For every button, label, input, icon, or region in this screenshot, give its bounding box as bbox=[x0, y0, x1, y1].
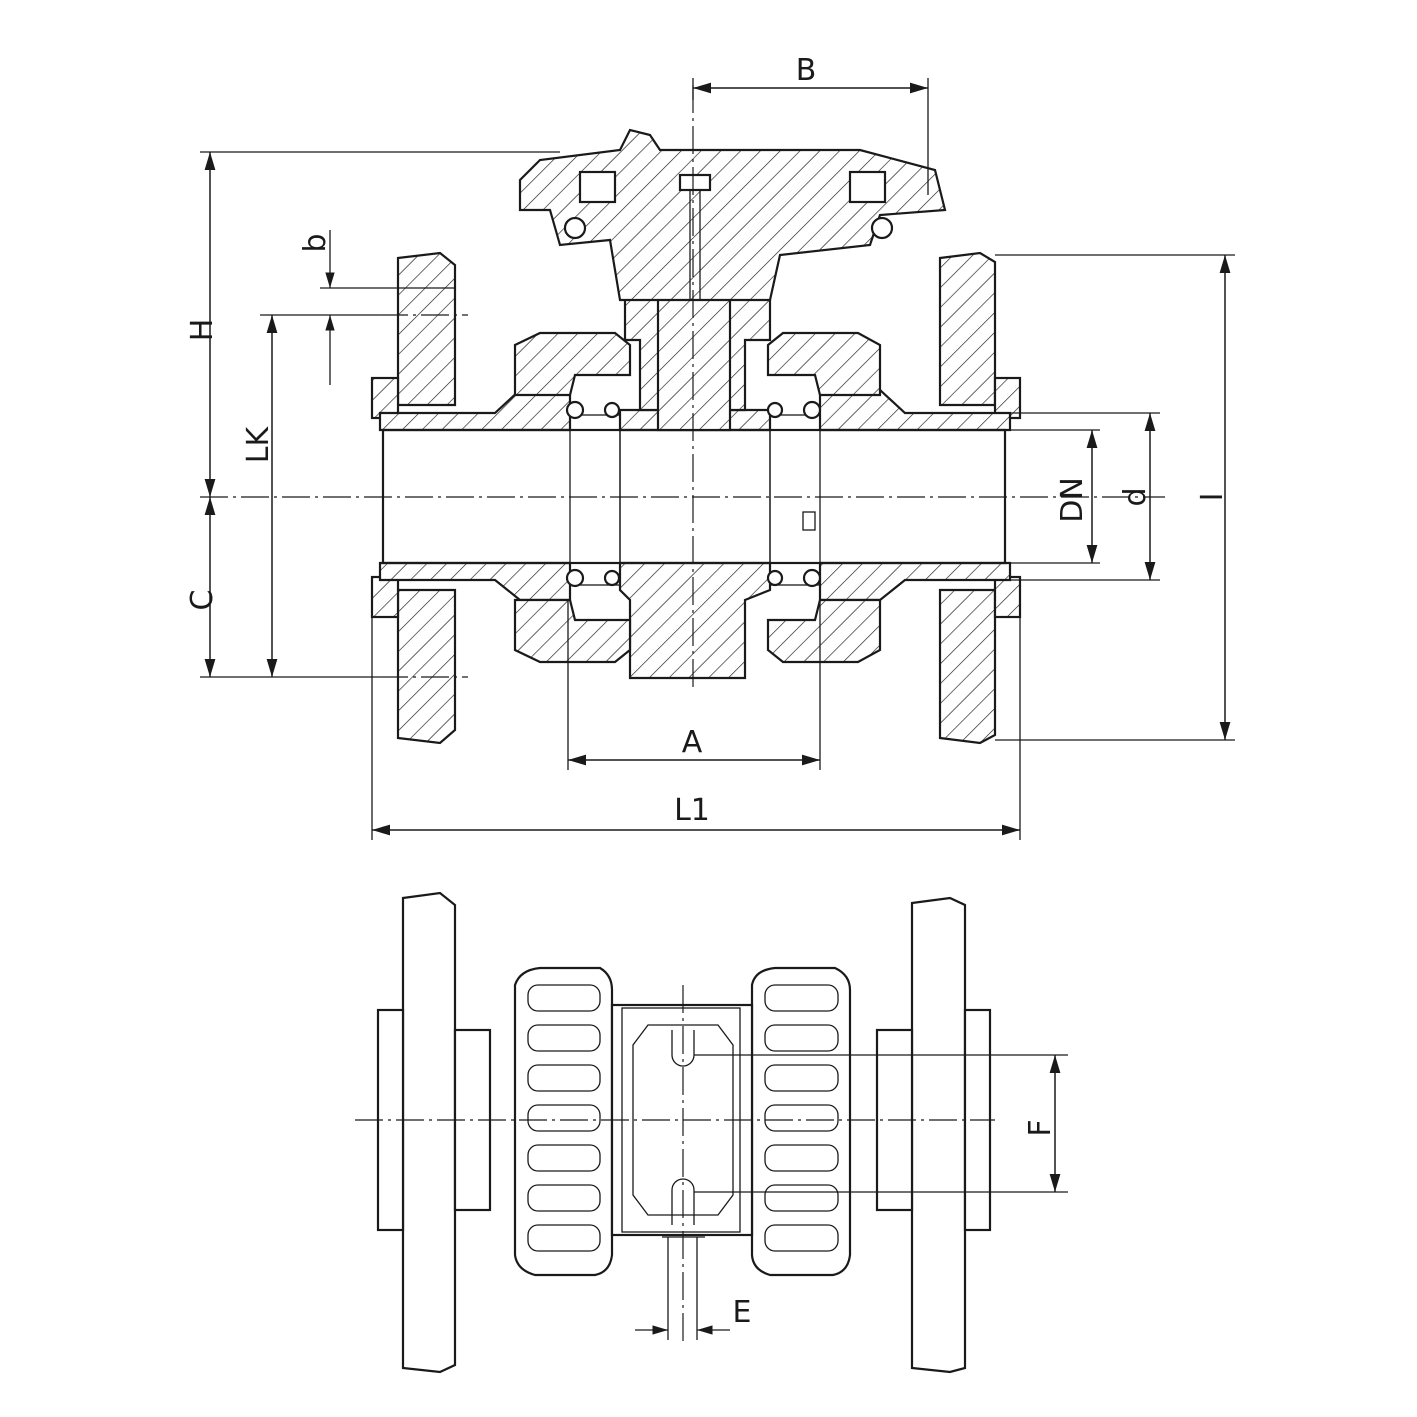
section-view: B H C LK b I d DN bbox=[185, 53, 1235, 840]
dimension-H: H bbox=[185, 152, 220, 497]
knurl-rib bbox=[527, 1064, 601, 1092]
dimension-A: A bbox=[568, 725, 820, 766]
knurl-rib bbox=[527, 1024, 601, 1052]
dimension-B: B bbox=[693, 53, 928, 94]
right-flange bbox=[938, 251, 1022, 745]
knurl-rib bbox=[764, 1064, 839, 1092]
knurl-rib bbox=[764, 984, 839, 1012]
dimension-d: d bbox=[1118, 413, 1156, 580]
knurl-rib bbox=[527, 1104, 601, 1132]
label-d: d bbox=[1118, 487, 1153, 506]
top-right-union-nut bbox=[750, 966, 852, 1277]
top-left-union-nut bbox=[513, 966, 614, 1277]
top-right-flange bbox=[875, 896, 992, 1374]
left-flange bbox=[370, 251, 457, 745]
label-I: I bbox=[1195, 493, 1230, 502]
top-center-body bbox=[610, 1003, 754, 1238]
dimension-L1: L1 bbox=[372, 793, 1020, 836]
knurl-rib bbox=[764, 1224, 839, 1252]
label-E: E bbox=[733, 1295, 752, 1330]
valve-body bbox=[378, 388, 1012, 680]
extension-lines bbox=[200, 78, 1235, 840]
label-H: H bbox=[185, 319, 220, 342]
top-view: F E bbox=[355, 891, 1068, 1374]
left-union-nut bbox=[513, 331, 632, 664]
label-LK: LK bbox=[241, 425, 276, 463]
dimension-F: F bbox=[694, 1054, 1068, 1193]
label-A: A bbox=[682, 725, 703, 760]
knurl-rib bbox=[527, 1144, 601, 1172]
top-left-flange bbox=[376, 891, 492, 1374]
knurl-rib bbox=[527, 984, 601, 1012]
dimension-b: b bbox=[298, 230, 335, 385]
knurl-rib bbox=[527, 1184, 601, 1212]
dimension-E: E bbox=[635, 1237, 751, 1340]
knurl-rib bbox=[764, 1024, 839, 1052]
knurl-rib bbox=[764, 1184, 839, 1212]
label-C: C bbox=[185, 590, 220, 611]
label-L1: L1 bbox=[674, 793, 710, 828]
label-F: F bbox=[1023, 1119, 1058, 1136]
label-B: B bbox=[796, 53, 817, 88]
knurl-rib bbox=[764, 1104, 839, 1132]
dimension-C: C bbox=[185, 497, 220, 677]
label-b: b bbox=[298, 233, 333, 252]
right-union-nut bbox=[766, 331, 882, 664]
label-DN: DN bbox=[1055, 477, 1090, 523]
knurl-rib bbox=[527, 1224, 601, 1252]
dimension-I: I bbox=[1195, 255, 1231, 740]
dimension-DN: DN bbox=[1055, 430, 1098, 563]
knurl-rib bbox=[764, 1144, 839, 1172]
dimension-LK: LK bbox=[241, 315, 278, 677]
stem-and-handle bbox=[518, 128, 947, 432]
